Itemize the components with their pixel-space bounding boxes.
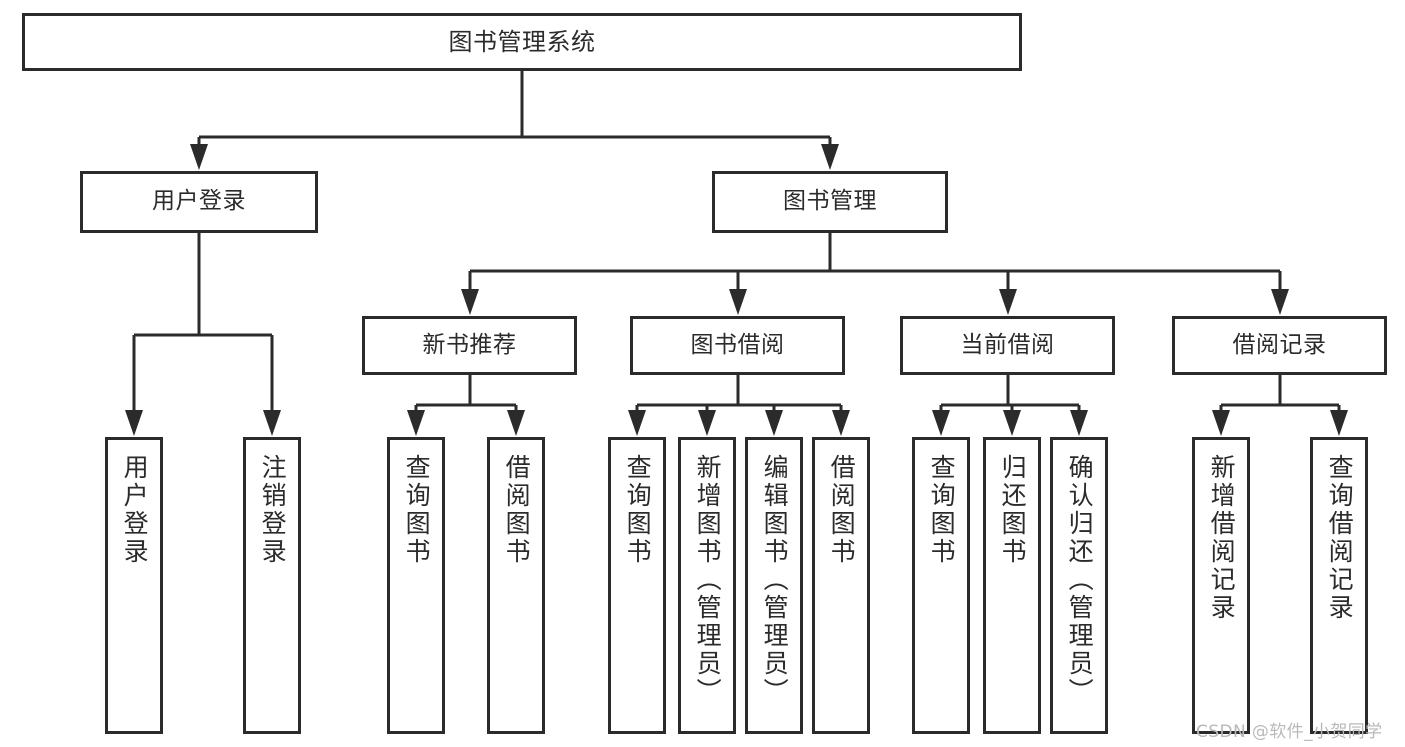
node-label: 用户登录 [120, 454, 150, 566]
node-label: 借阅记录 [1232, 331, 1327, 358]
arrowhead [190, 144, 208, 170]
node-leaf-bor-2[interactable]: 新增图书（管理员） [678, 437, 736, 734]
node-current[interactable]: 当前借阅 [900, 316, 1115, 375]
arrowhead [932, 410, 950, 436]
node-label: 图书管理系统 [448, 27, 596, 56]
node-label: 查询图书 [927, 454, 957, 566]
node-label: 新书推荐 [422, 331, 517, 358]
arrowhead [461, 289, 479, 315]
node-label: 编辑图书（管理员） [760, 454, 790, 706]
node-label: 当前借阅 [960, 331, 1055, 358]
arrowhead [821, 144, 839, 170]
node-leaf-rec-1[interactable]: 新增借阅记录 [1192, 437, 1250, 734]
node-leaf-new-1[interactable]: 查询图书 [387, 437, 445, 734]
node-label: 查询图书 [402, 454, 432, 566]
node-records[interactable]: 借阅记录 [1172, 316, 1387, 375]
arrowhead [765, 410, 783, 436]
node-label: 确认归还（管理员） [1065, 454, 1095, 706]
node-label: 图书管理 [783, 188, 877, 215]
arrowhead [1330, 410, 1348, 436]
arrowhead [729, 289, 747, 315]
node-leaf-bor-1[interactable]: 查询图书 [608, 437, 666, 734]
watermark-label: CSDN @软件_小贺同学 [1196, 722, 1383, 742]
arrowhead [999, 289, 1017, 315]
arrowhead [263, 410, 281, 436]
node-leaf-bor-3[interactable]: 编辑图书（管理员） [745, 437, 803, 734]
arrowhead [1212, 410, 1230, 436]
node-label: 查询借阅记录 [1325, 454, 1355, 622]
node-leaf-cur-2[interactable]: 归还图书 [983, 437, 1041, 734]
arrowhead [698, 410, 716, 436]
node-leaf-login-1[interactable]: 用户登录 [105, 437, 163, 734]
node-leaf-cur-1[interactable]: 查询图书 [912, 437, 970, 734]
node-label: 注销登录 [258, 454, 288, 566]
arrowhead [1003, 410, 1021, 436]
node-label: 图书借阅 [690, 331, 785, 358]
node-label: 归还图书 [998, 454, 1028, 566]
node-leaf-login-2[interactable]: 注销登录 [243, 437, 301, 734]
node-login[interactable]: 用户登录 [80, 171, 318, 233]
node-label: 新增图书（管理员） [693, 454, 723, 706]
node-leaf-cur-3[interactable]: 确认归还（管理员） [1050, 437, 1108, 734]
arrowhead [1271, 289, 1289, 315]
node-label: 查询图书 [623, 454, 653, 566]
node-label: 新增借阅记录 [1207, 454, 1237, 622]
node-borrow[interactable]: 图书借阅 [630, 316, 845, 375]
node-bookmgmt[interactable]: 图书管理 [712, 171, 948, 233]
node-label: 用户登录 [152, 188, 246, 215]
node-label: 借阅图书 [827, 454, 857, 566]
arrowhead [628, 410, 646, 436]
node-root[interactable]: 图书管理系统 [22, 13, 1022, 71]
arrowhead [507, 410, 525, 436]
arrowhead [407, 410, 425, 436]
node-leaf-bor-4[interactable]: 借阅图书 [812, 437, 870, 734]
node-leaf-new-2[interactable]: 借阅图书 [487, 437, 545, 734]
node-newbook[interactable]: 新书推荐 [362, 316, 577, 375]
arrowhead [125, 410, 143, 436]
arrowhead [832, 410, 850, 436]
node-label: 借阅图书 [502, 454, 532, 566]
node-leaf-rec-2[interactable]: 查询借阅记录 [1310, 437, 1368, 734]
arrowhead [1070, 410, 1088, 436]
